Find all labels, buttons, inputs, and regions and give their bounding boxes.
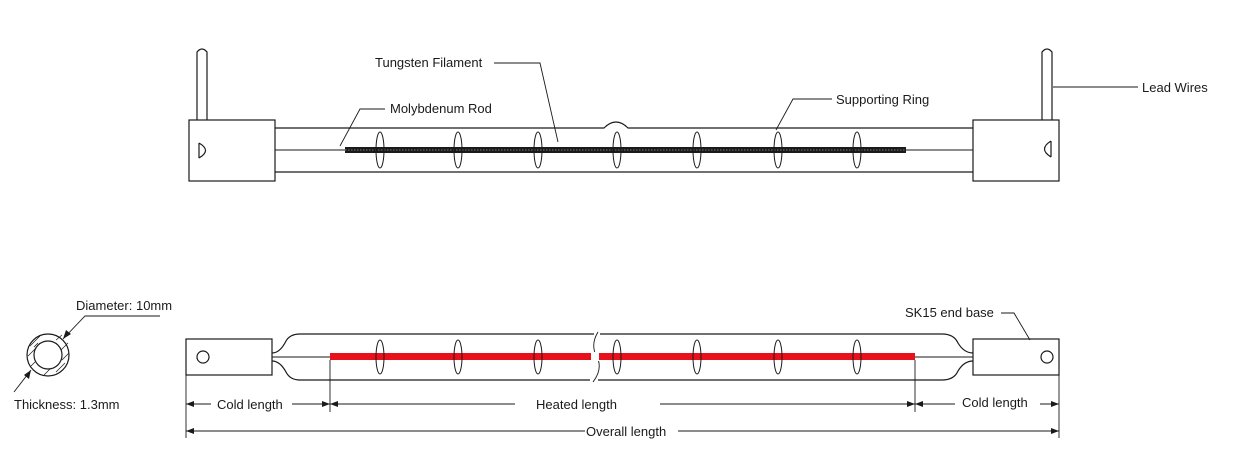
top-lamp: Tungsten Filament Molybdenum Rod Support… <box>188 48 1208 182</box>
top-supporting-rings <box>375 131 862 169</box>
top-supporting-ring <box>692 131 702 169</box>
left-base-hole <box>196 350 210 364</box>
bottom-supporting-ring <box>692 339 702 375</box>
cold-length-right-label: Cold length <box>962 395 1028 410</box>
heated-zone <box>330 353 915 360</box>
tungsten-filament-leader <box>494 62 559 143</box>
heated-length-label: Heated length <box>536 397 617 412</box>
supporting-ring-label: Supporting Ring <box>836 92 929 107</box>
bottom-supporting-ring <box>773 339 783 375</box>
top-supporting-ring <box>453 131 463 169</box>
right-lead-wire <box>1041 48 1053 120</box>
top-supporting-ring <box>852 131 862 169</box>
diameter-arrow <box>63 330 71 339</box>
left-lead-wire <box>196 48 208 120</box>
bottom-supporting-ring <box>375 339 385 375</box>
supporting-ring-leader <box>775 98 832 131</box>
lead-wires-label: Lead Wires <box>1142 80 1208 95</box>
dimension-lines: Cold length Heated length Cold length Ov… <box>185 360 1060 439</box>
bottom-supporting-ring <box>852 339 862 375</box>
thickness-label: Thickness: 1.3mm <box>14 397 119 412</box>
bottom-tube-upper-left <box>271 333 594 354</box>
top-supporting-ring <box>612 131 622 169</box>
left-end-cap <box>188 119 276 182</box>
top-supporting-ring <box>533 131 543 169</box>
right-sk15-end-base <box>972 338 1060 376</box>
right-base-hole <box>1040 350 1054 364</box>
diameter-label: Diameter: 10mm <box>76 298 172 313</box>
top-tube-upper-edge <box>275 121 973 129</box>
bottom-tube-upper-right <box>600 333 974 354</box>
tube-cross-section: Diameter: 10mm Thickness: 1.3mm <box>13 298 172 412</box>
bottom-supporting-ring <box>533 339 543 375</box>
cold-length-left-label: Cold length <box>217 397 283 412</box>
left-cap-mark <box>198 142 207 159</box>
overall-length-label: Overall length <box>586 424 666 439</box>
cross-section-outer-circle <box>26 333 70 377</box>
molybdenum-rod-leader <box>339 108 385 147</box>
end-base-leader <box>1001 312 1031 341</box>
bottom-lamp: SK15 end base <box>185 305 1060 383</box>
top-supporting-ring <box>375 131 385 169</box>
bottom-supporting-ring <box>453 339 463 375</box>
end-base-label: SK15 end base <box>905 305 994 320</box>
right-end-cap <box>972 119 1060 182</box>
cross-section-inner-circle <box>33 340 63 370</box>
diameter-leader <box>62 315 160 340</box>
tungsten-filament-label: Tungsten Filament <box>375 55 483 70</box>
bottom-supporting-ring <box>612 339 622 375</box>
bottom-supporting-rings <box>375 339 862 375</box>
cross-section-hatching <box>27 334 70 376</box>
right-cap-mark <box>1043 140 1052 158</box>
top-supporting-ring <box>773 131 783 169</box>
bottom-tube-lower-right <box>598 360 974 381</box>
thickness-arrow <box>24 370 31 379</box>
molybdenum-rod-label: Molybdenum Rod <box>390 101 492 116</box>
heated-zone-break-gap <box>591 352 599 361</box>
bottom-tube-lower-left <box>271 360 590 381</box>
left-sk15-end-base <box>185 338 273 376</box>
